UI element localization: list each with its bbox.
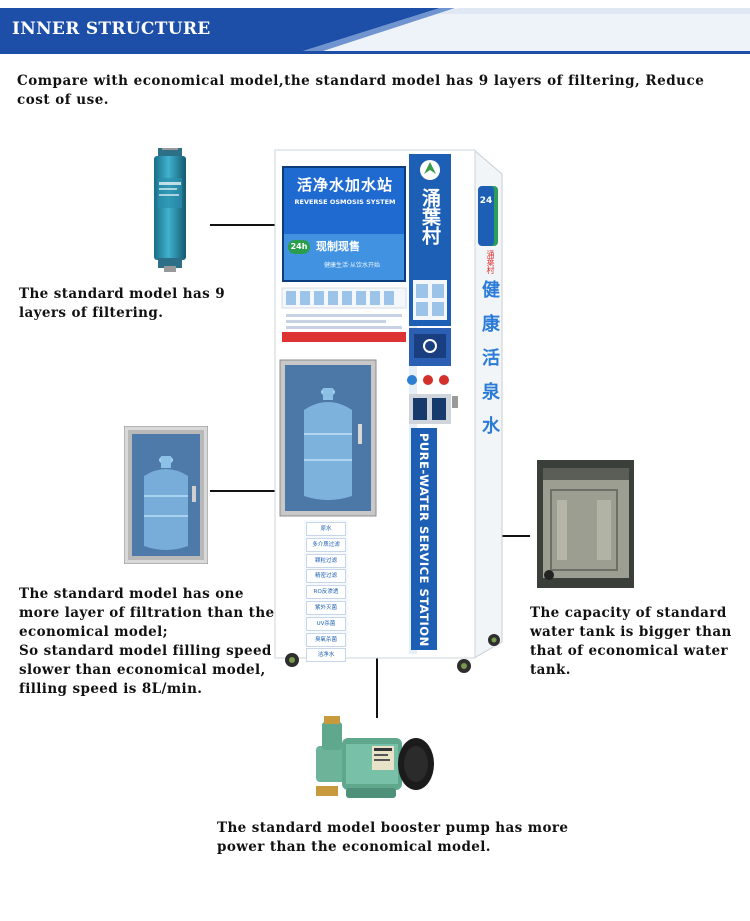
side-slogan-vertical: 健康活泉水 — [479, 280, 500, 450]
door-detail-image — [124, 426, 208, 564]
screen-small-text: 健康生活·从饮水开始 — [324, 262, 380, 269]
filter-step: RO反渗透 — [306, 585, 346, 600]
leader-line-pump — [376, 618, 378, 718]
filter-step: 颗粒过滤 — [306, 553, 346, 568]
door-caption: The standard model has one more layer of… — [19, 586, 275, 697]
filter-step: 多介质过滤 — [306, 537, 346, 552]
filter-step: 洁净水 — [306, 648, 346, 663]
filter-step: 紫外灭菌 — [306, 600, 346, 615]
water-vending-machine: 活净水加水站 REVERSE OSMOSIS SYSTEM 24h 现制现售 健… — [272, 148, 506, 684]
filter-steps-list: 原水 多介质过滤 颗粒过滤 精密过滤 RO反渗透 紫外灭菌 UV杀菌 臭氧杀菌 … — [306, 522, 346, 664]
leader-line-tank — [488, 535, 530, 537]
filter-step: 精密过滤 — [306, 569, 346, 584]
side-brand-text: 涌葉村 — [486, 250, 495, 274]
filter-cartridge-image — [154, 148, 186, 272]
water-tank-image — [537, 460, 634, 588]
filter-step: 原水 — [306, 522, 346, 536]
header-banner — [0, 0, 750, 58]
screen-badge: 24h — [288, 240, 310, 254]
side-24-badge: 24 — [479, 196, 493, 206]
screen-slogan: 现制现售 — [316, 240, 360, 253]
intro-text: Compare with economical model,the standa… — [17, 73, 705, 108]
booster-pump-image — [316, 716, 434, 798]
leader-line-filter — [210, 224, 290, 226]
page-title: INNER STRUCTURE — [12, 19, 211, 39]
leader-line-door — [210, 490, 300, 492]
screen-title: 活净水加水站 — [296, 176, 393, 194]
brand-vertical-text: 涌葉村 — [419, 188, 441, 245]
filter-caption: The standard model has 9 layers of filte… — [19, 286, 225, 321]
screen-subtitle: REVERSE OSMOSIS SYSTEM — [294, 198, 396, 206]
machine-body — [274, 148, 503, 673]
tank-caption: The capacity of standard water tank is b… — [530, 605, 732, 678]
filter-step: UV杀菌 — [306, 616, 346, 631]
filter-step: 臭氧杀菌 — [306, 632, 346, 647]
station-label: PURE-WATER SERVICE STATION — [417, 433, 431, 647]
pump-caption: The standard model booster pump has more… — [217, 820, 569, 855]
